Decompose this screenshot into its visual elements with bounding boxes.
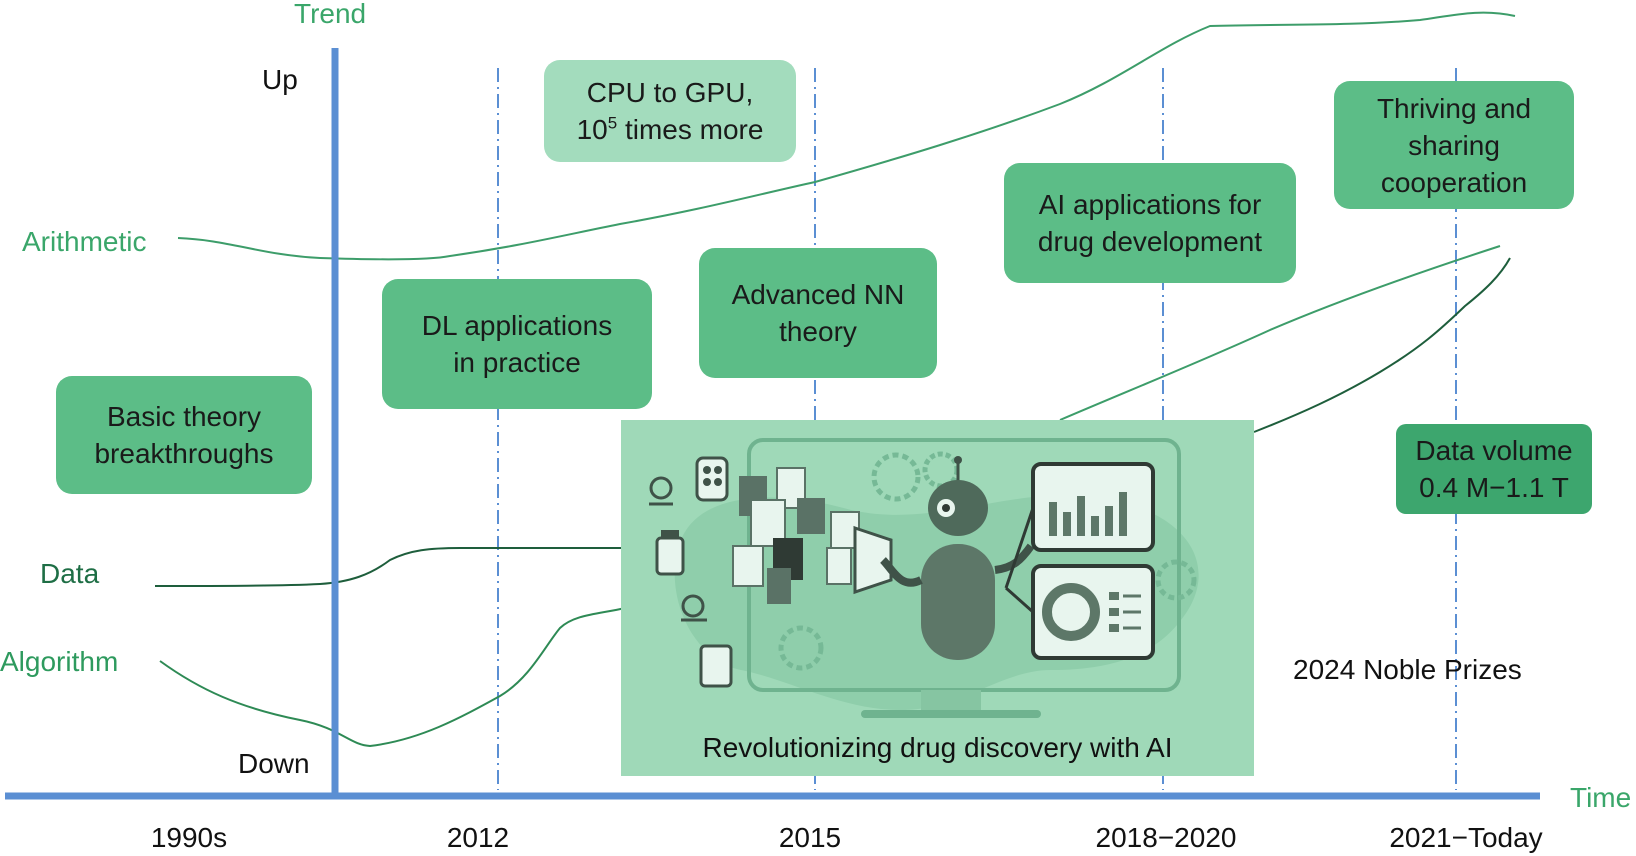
donut-chart-screen-icon xyxy=(1031,564,1155,660)
algorithm-trend-line-upper xyxy=(1253,257,1511,433)
era-label-2021-today: 2021−Today xyxy=(1389,822,1543,853)
flask-icon xyxy=(681,594,707,622)
algorithm-trend-line xyxy=(159,607,626,748)
bar-chart-screen-icon xyxy=(1031,462,1155,552)
box-line: AI applications for xyxy=(1038,189,1262,220)
box-line: sharing xyxy=(1408,129,1500,161)
gear-icon xyxy=(778,625,824,671)
thriving-box: Thriving and sharing cooperation xyxy=(1334,81,1574,209)
robot-icon xyxy=(880,456,1035,660)
monitor-base xyxy=(861,710,1041,718)
era-label-2012: 2012 xyxy=(446,822,510,853)
microscope-icon xyxy=(649,476,673,506)
data-trend-line-upper xyxy=(1059,245,1501,421)
connector xyxy=(1004,507,1035,589)
box-line: 105 times more xyxy=(577,111,764,148)
power-exponent: 5 xyxy=(607,113,618,133)
dl-applications-box: DL applications in practice xyxy=(382,279,652,409)
box-line: cooperation xyxy=(1380,166,1528,198)
y-axis-title: Trend xyxy=(294,0,367,29)
advanced-nn-box: Advanced NN theory xyxy=(699,248,937,378)
era-label-1990s: 1990s xyxy=(150,822,228,853)
box-line: breakthroughs xyxy=(94,438,274,469)
y-axis-down-label: Down xyxy=(238,748,310,779)
monitor-stand xyxy=(921,690,981,712)
cpu-to-gpu-box: CPU to GPU, 105 times more xyxy=(544,60,796,162)
era-label-2018-2020: 2018−2020 xyxy=(1095,822,1237,853)
basic-theory-box: Basic theory breakthroughs xyxy=(56,376,312,494)
box-line: DL applications xyxy=(421,310,613,341)
box-line: Data volume xyxy=(1415,435,1573,466)
box-line: Basic theory xyxy=(106,401,262,432)
x-axis-title: Time xyxy=(1570,782,1632,813)
box-line: CPU to GPU, xyxy=(586,77,754,108)
box-line: Thriving and xyxy=(1376,92,1532,124)
illustration-art xyxy=(649,438,1199,718)
power-rest: times more xyxy=(617,114,764,145)
box-line: Advanced NN xyxy=(731,279,905,310)
pill-blister-icon xyxy=(695,456,729,502)
box-line: in practice xyxy=(453,347,581,378)
era-label-2015: 2015 xyxy=(778,822,842,853)
clipboard-icon xyxy=(699,644,733,688)
gear-icon xyxy=(871,452,921,502)
funnel-icon xyxy=(853,525,893,595)
document-stack-icon xyxy=(732,467,860,604)
ai-applications-box: AI applications for drug development xyxy=(1004,163,1296,283)
box-line: theory xyxy=(779,316,857,347)
drug-discovery-illustration: Revolutionizing drug discovery with AI xyxy=(621,420,1254,776)
data-label: Data xyxy=(40,558,100,589)
power-base: 10 xyxy=(576,114,608,145)
gear-icon xyxy=(1155,559,1197,601)
illustration-caption: Revolutionizing drug discovery with AI xyxy=(702,732,1173,763)
connector xyxy=(1005,586,1034,614)
medicine-bottle-icon xyxy=(655,530,685,576)
box-line: 0.4 M−1.1 T xyxy=(1419,472,1569,503)
noble-prizes-label: 2024 Noble Prizes xyxy=(1293,654,1522,685)
data-trend-line xyxy=(154,547,625,587)
algorithm-label: Algorithm xyxy=(0,646,119,677)
box-line: drug development xyxy=(1037,226,1263,257)
y-axis-up-label: Up xyxy=(262,64,298,95)
arithmetic-trend-line xyxy=(177,11,1516,261)
arithmetic-label: Arithmetic xyxy=(22,226,147,257)
data-volume-box: Data volume 0.4 M−1.1 T xyxy=(1396,424,1592,514)
